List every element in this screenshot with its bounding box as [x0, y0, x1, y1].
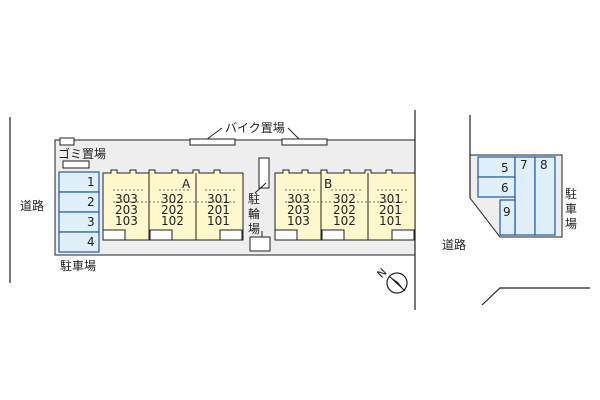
svg-text:103: 103	[287, 214, 310, 228]
building-a: A 303 203 103 302 202 102 301 201 101	[102, 169, 244, 241]
svg-text:302: 302	[161, 192, 184, 206]
svg-text:202: 202	[333, 203, 356, 217]
svg-text:1: 1	[87, 175, 95, 189]
garbage-box-2	[62, 160, 90, 169]
building-b: B 303 203 103 302 202 102 301 201 101	[274, 169, 416, 241]
bike-parking-1	[189, 138, 236, 146]
parking-left: 1 2 3 4	[58, 171, 100, 253]
svg-text:201: 201	[207, 203, 230, 217]
svg-text:4: 4	[87, 235, 95, 249]
building-a-label: A	[182, 177, 191, 191]
bike-parking-label: バイク置場	[225, 121, 285, 135]
bike-parking-2	[281, 138, 328, 146]
svg-text:201: 201	[379, 203, 402, 217]
svg-text:8: 8	[540, 158, 548, 172]
parking-right-label-2: 車	[565, 202, 577, 216]
svg-text:6: 6	[501, 181, 509, 195]
bicycle-parking-label-1: 駐	[248, 191, 260, 206]
svg-text:203: 203	[115, 203, 138, 217]
parking-bottom-label: 駐車場	[60, 258, 96, 273]
road-right-label: 道路	[442, 237, 466, 252]
garbage-label: ゴミ置場	[58, 146, 106, 161]
bicycle-rack-top	[258, 157, 270, 189]
svg-text:3: 3	[87, 215, 95, 229]
parking-space-9	[499, 199, 516, 236]
svg-text:202: 202	[161, 203, 184, 217]
svg-text:102: 102	[161, 214, 184, 228]
parking-space-5	[477, 156, 516, 178]
svg-text:102: 102	[333, 214, 356, 228]
svg-text:N: N	[375, 266, 390, 281]
svg-text:9: 9	[503, 205, 511, 219]
svg-text:203: 203	[287, 203, 310, 217]
svg-text:301: 301	[379, 192, 402, 206]
parking-right: 5 6 7 8 9	[477, 156, 556, 236]
svg-text:302: 302	[333, 192, 356, 206]
parking-right-label-3: 場	[565, 217, 577, 231]
bicycle-rack-bottom	[249, 236, 271, 252]
svg-text:103: 103	[115, 214, 138, 228]
parking-space-4	[58, 231, 100, 253]
svg-text:303: 303	[287, 192, 310, 206]
svg-text:5: 5	[501, 161, 509, 175]
parking-space-8	[534, 156, 556, 236]
parking-space-6	[477, 176, 516, 198]
svg-text:101: 101	[379, 214, 402, 228]
svg-text:301: 301	[207, 192, 230, 206]
road-edge-curve	[481, 287, 590, 306]
svg-text:101: 101	[207, 214, 230, 228]
parking-right-label-1: 駐	[565, 186, 577, 201]
svg-text:7: 7	[520, 158, 528, 172]
bicycle-parking-label-2: 輪	[248, 206, 260, 221]
svg-text:303: 303	[115, 192, 138, 206]
road-left-label: 道路	[20, 198, 44, 213]
building-b-label: B	[324, 177, 332, 191]
garbage-box	[59, 137, 75, 146]
svg-text:2: 2	[87, 195, 95, 209]
bicycle-parking-label-3: 場	[248, 222, 260, 236]
north-arrow-icon: N	[375, 266, 408, 294]
